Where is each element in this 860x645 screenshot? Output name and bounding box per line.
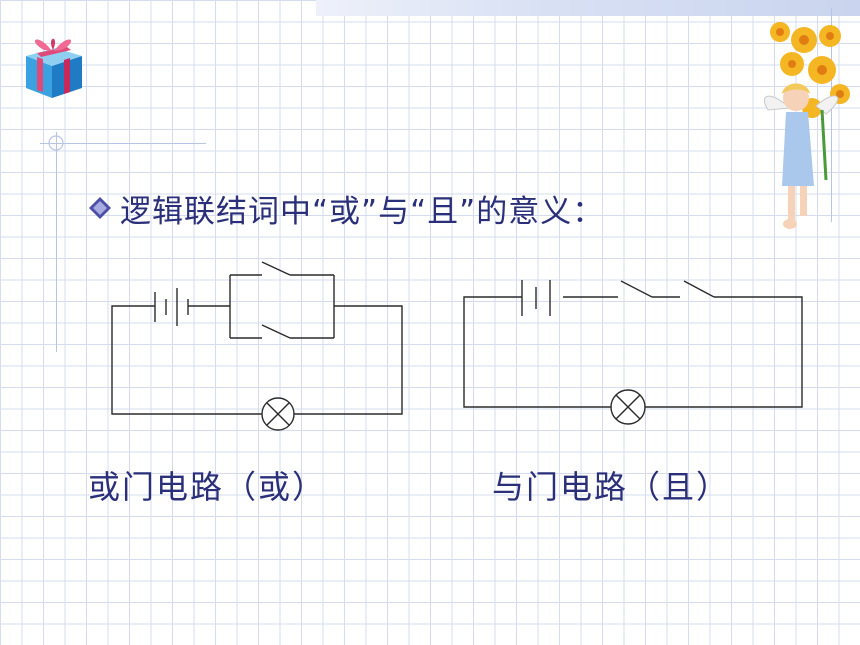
circle-marker-icon [48,135,64,151]
or-switch-lower [261,324,291,339]
right-decor-line [831,8,832,222]
and-circuit-caption: 与门电路（且） [492,468,731,506]
section-heading: 逻辑联结词中“或”与“且”的意义： [88,186,604,230]
or-circuit-caption: 或门电路（或） [88,468,327,506]
left-decor-hline [40,143,206,144]
gift-box-icon [26,38,82,98]
angel-with-flowers-icon [763,22,850,229]
and-switch-first [620,280,653,298]
diamond-bullet-icon [89,197,111,219]
and-lamp-icon [610,389,646,425]
or-switch-upper [261,261,291,276]
heading-text: 逻辑联结词中“或”与“且”的意义： [120,193,605,230]
left-decor-line [56,132,57,352]
top-decorative-band [316,0,860,16]
and-switch-second [683,280,715,298]
or-lamp-icon [261,397,295,431]
